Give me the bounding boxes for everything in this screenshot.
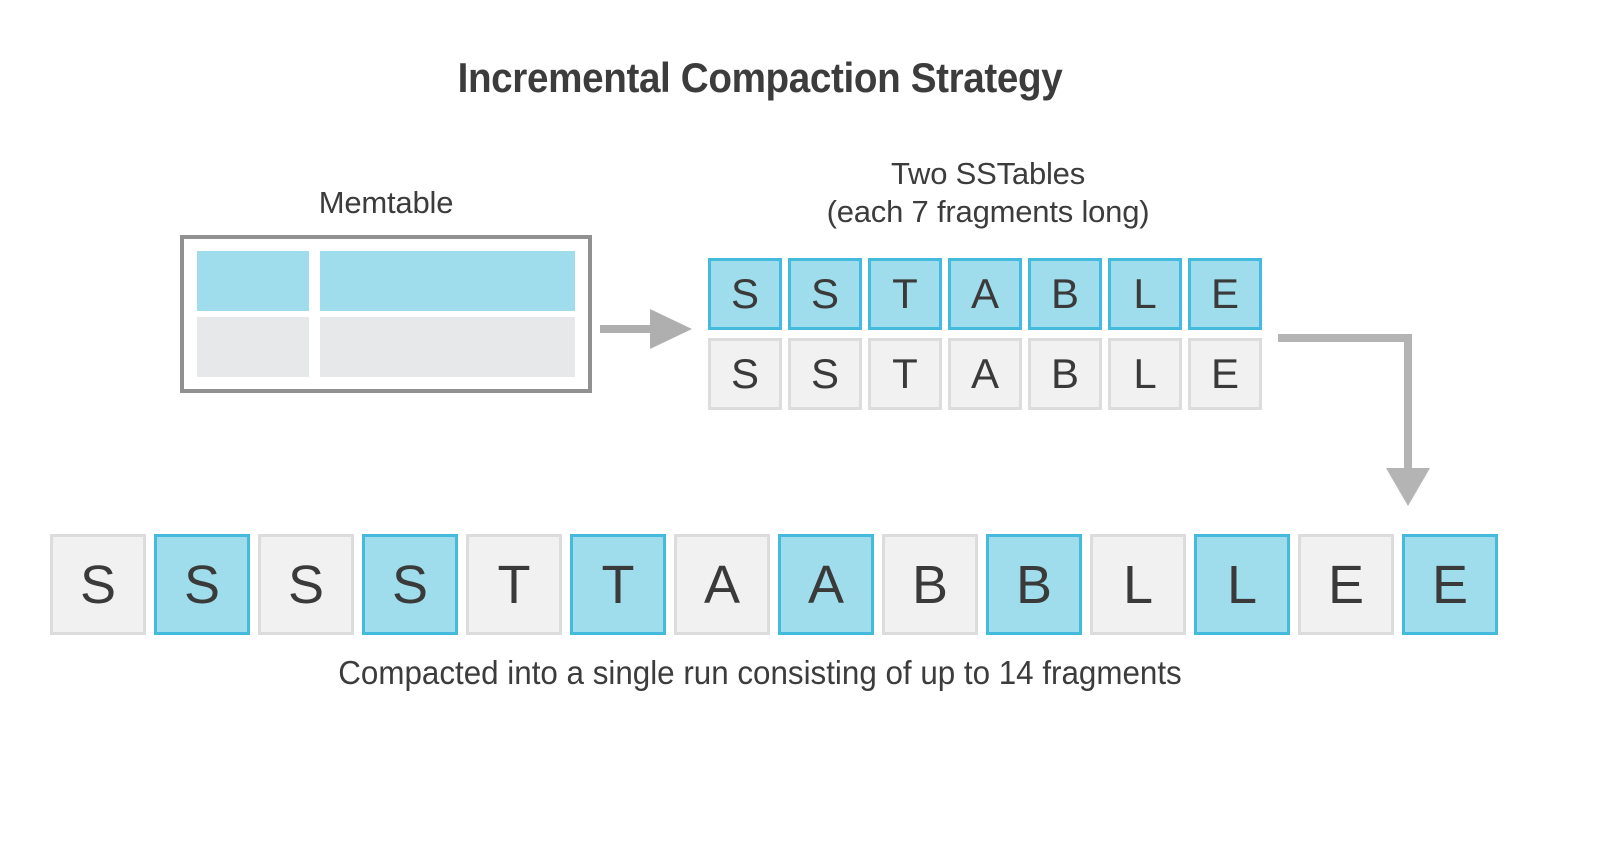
memtable-cell-key-active [197, 251, 309, 311]
sstables-label-line1: Two SSTables [890, 156, 1086, 191]
sstable-bottom-fragment: L [1108, 338, 1182, 410]
compacted-fragment: L [1194, 534, 1290, 635]
sstable-top-fragment: E [1188, 258, 1262, 330]
compacted-fragment: B [986, 534, 1082, 635]
compacted-fragment: A [674, 534, 770, 635]
sstable-bottom-fragment: S [708, 338, 782, 410]
page-title: Incremental Compaction Strategy [457, 54, 1063, 101]
compacted-fragment: L [1090, 534, 1186, 635]
sstables-label-line2: (each 7 fragments long) [826, 194, 1150, 229]
memtable-cell-key-inactive [197, 317, 309, 377]
compacted-fragment: T [466, 534, 562, 635]
sstable-row-top: S S T A B L E [708, 258, 1262, 330]
compacted-run-caption: Compacted into a single run consisting o… [338, 654, 1182, 691]
sstable-top-fragment: L [1108, 258, 1182, 330]
memtable-row-active [197, 251, 575, 311]
memtable-label: Memtable [318, 185, 454, 220]
sstable-bottom-fragment: E [1188, 338, 1262, 410]
compacted-run-row: S S S S T T A A B B L L E E [50, 534, 1498, 635]
sstables-to-compacted-connector-icon [1278, 334, 1430, 506]
compacted-fragment: T [570, 534, 666, 635]
sstable-top-fragment: A [948, 258, 1022, 330]
memtable-cell-value-active [320, 251, 575, 311]
compacted-run-group: S S S S T T A A B B L L E E Compacted in… [50, 534, 1498, 691]
sstable-top-fragment: S [708, 258, 782, 330]
compacted-fragment: S [50, 534, 146, 635]
sstable-bottom-fragment: T [868, 338, 942, 410]
sstable-top-fragment: T [868, 258, 942, 330]
sstable-top-fragment: B [1028, 258, 1102, 330]
compacted-fragment: E [1298, 534, 1394, 635]
memtable-to-sstables-arrow-icon [600, 309, 692, 349]
memtable-group: Memtable [180, 185, 592, 393]
sstables-label: Two SSTables (each 7 fragments long) [558, 155, 1418, 231]
compacted-fragment: E [1402, 534, 1498, 635]
sstable-top-fragment: S [788, 258, 862, 330]
sstable-row-bottom: S S T A B L E [708, 338, 1262, 410]
sstable-bottom-fragment: B [1028, 338, 1102, 410]
sstable-bottom-fragment: A [948, 338, 1022, 410]
memtable-cell-value-inactive [320, 317, 575, 377]
compacted-fragment: A [778, 534, 874, 635]
memtable-box [180, 235, 592, 393]
sstable-bottom-fragment: S [788, 338, 862, 410]
compacted-fragment: B [882, 534, 978, 635]
compacted-fragment: S [154, 534, 250, 635]
memtable-row-inactive [197, 317, 575, 377]
compacted-fragment: S [258, 534, 354, 635]
compacted-fragment: S [362, 534, 458, 635]
